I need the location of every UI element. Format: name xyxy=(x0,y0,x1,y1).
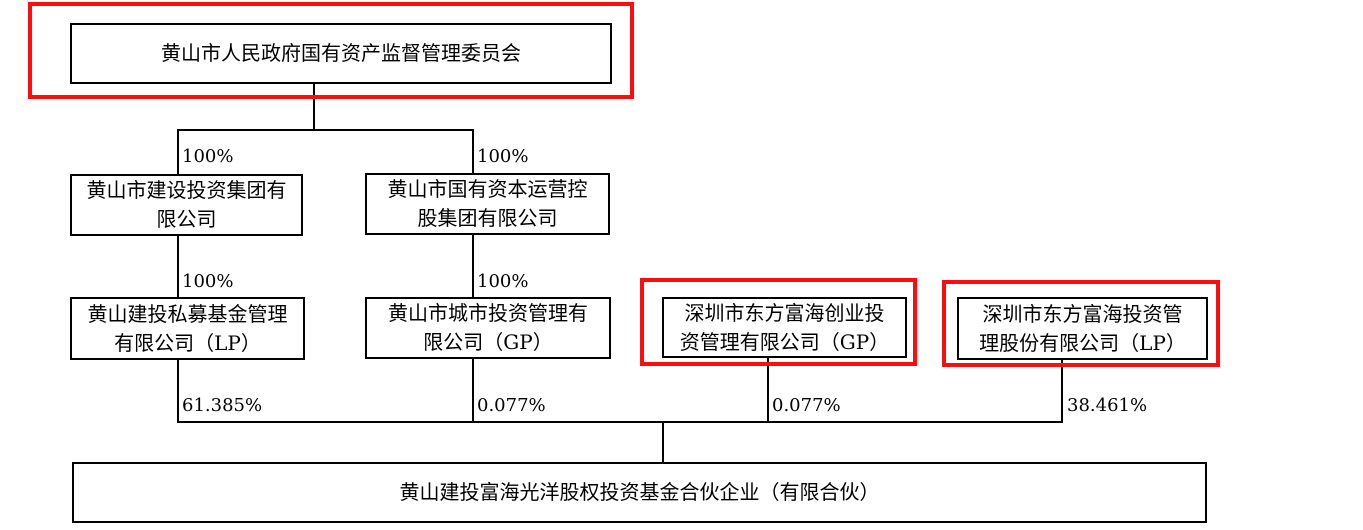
connector-fuhai-gp-down xyxy=(767,358,769,423)
highlight-rect-fuhai-lp xyxy=(942,280,1220,367)
connector-collector-horizontal xyxy=(177,421,1063,423)
node-regulator: 黄山市人民政府国有资产监督管理委员会 xyxy=(70,23,612,84)
node-jianshe-group: 黄山市建设投资集团有 限公司 xyxy=(70,174,303,236)
ownership-label-fuhai-lp-fund: 38.461% xyxy=(1067,395,1148,416)
connector-to-fund xyxy=(662,423,664,462)
ownership-label-regulator-jianshe: 100% xyxy=(182,146,234,167)
node-chengtou: 黄山市城市投资管理有 限公司（GP） xyxy=(365,297,611,359)
ownership-label-capital-chengtou: 100% xyxy=(477,271,529,292)
connector-jianshe-to-simu xyxy=(177,236,179,297)
ownership-label-fuhai-gp-fund: 0.077% xyxy=(772,395,841,416)
ownership-label-simu-fund: 61.385% xyxy=(182,395,263,416)
ownership-label-chengtou-fund: 0.077% xyxy=(477,395,546,416)
node-fund: 黄山建投富海光洋股权投资基金合伙企业（有限合伙） xyxy=(72,462,1207,523)
node-capital-group: 黄山市国有资本运营控 股集团有限公司 xyxy=(365,173,610,235)
highlight-rect-regulator xyxy=(28,2,634,99)
ownership-label-jianshe-simu: 100% xyxy=(182,271,234,292)
connector-capital-to-chengtou xyxy=(472,235,474,297)
connector-simu-down xyxy=(177,360,179,423)
connector-to-capital xyxy=(472,129,474,173)
connector-to-jianshe xyxy=(177,129,179,174)
connector-fuhai-lp-down xyxy=(1061,360,1063,423)
node-fuhai-gp: 深圳市东方富海创业投 资管理有限公司（GP） xyxy=(662,297,907,358)
connector-branch-horizontal xyxy=(177,129,474,131)
node-fuhai-lp: 深圳市东方富海投资管 理股份有限公司（LP） xyxy=(957,297,1208,360)
connector-regulator-down xyxy=(313,84,315,129)
connector-chengtou-down xyxy=(472,359,474,423)
node-jiantou-simu: 黄山建投私募基金管理 有限公司（LP） xyxy=(70,297,305,360)
highlight-rect-fuhai-gp xyxy=(640,278,917,366)
ownership-label-regulator-capital: 100% xyxy=(477,146,529,167)
